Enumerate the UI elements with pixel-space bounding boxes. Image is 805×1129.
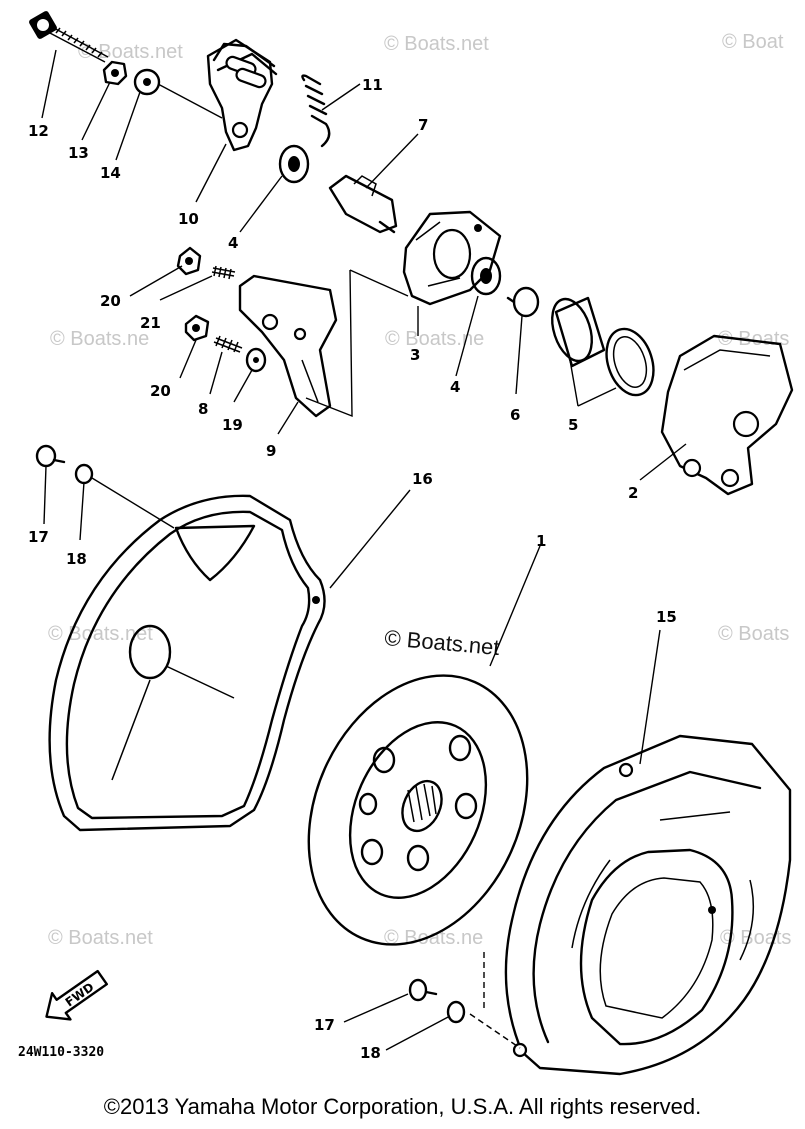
- leader-lines: [41, 49, 687, 1051]
- screw-17-upper: [35, 444, 66, 468]
- caliper-body-2: [660, 334, 794, 496]
- seal-4-upper: [278, 144, 310, 184]
- watermark: © Boats.ne: [384, 927, 483, 949]
- fwd-arrow: FWD: [45, 969, 109, 1021]
- spring-11: [301, 74, 331, 148]
- callout-2: 2: [628, 484, 638, 502]
- copyright-notice: ©2013 Yamaha Motor Corporation, U.S.A. A…: [103, 1094, 702, 1119]
- callout-18-lower: 18: [360, 1044, 381, 1062]
- nut-13: [102, 60, 128, 86]
- callout-4-upper: 4: [228, 234, 238, 252]
- watermark: © Boats: [718, 623, 789, 645]
- callout-12: 12: [28, 122, 49, 140]
- callout-21: 21: [140, 314, 161, 332]
- callout-4-lower: 4: [450, 378, 460, 396]
- callout-13: 13: [68, 144, 89, 162]
- stud-21: [211, 265, 236, 280]
- center-watermark: © Boats.net: [384, 625, 501, 660]
- washer-19: [245, 347, 267, 373]
- callout-9: 9: [266, 442, 276, 460]
- watermark: © Boats.net: [48, 927, 153, 949]
- callout-1: 1: [536, 532, 546, 550]
- watermark-layer: © Boats.net © Boats.net © Boat © Boats.n…: [48, 31, 791, 949]
- diagram-code: 24W110-3320: [18, 1045, 104, 1060]
- bolt-12: [29, 11, 109, 63]
- cover-16: [48, 494, 326, 832]
- washer-18-upper: [74, 463, 94, 485]
- callout-11: 11: [362, 76, 383, 94]
- washer-14: [133, 68, 161, 96]
- callouts: 1 2 3 4 4 5 6 7 8 9 10 11 12 13 14 15 16…: [28, 76, 677, 1062]
- watermark: © Boats.ne: [385, 328, 484, 350]
- callout-15: 15: [656, 608, 677, 626]
- callout-20-lower: 20: [150, 382, 171, 400]
- piston-5: [551, 296, 606, 368]
- callout-20-upper: 20: [100, 292, 121, 310]
- pin-6: [506, 286, 540, 318]
- callout-6: 6: [510, 406, 520, 424]
- watermark: © Boat: [722, 31, 784, 53]
- callout-18-upper: 18: [66, 550, 87, 568]
- backing-plate-15: [504, 734, 792, 1076]
- screw-17-lower: [408, 978, 438, 1002]
- watermark: © Boats.net: [384, 33, 489, 55]
- piston-cup-5: [605, 327, 655, 397]
- callout-16: 16: [412, 470, 433, 488]
- bleeder-7: [328, 174, 398, 234]
- callout-3: 3: [410, 346, 420, 364]
- callout-5: 5: [568, 416, 578, 434]
- watermark: © Boats.net: [48, 623, 153, 645]
- watermark: © Boats.ne: [50, 328, 149, 350]
- bracket-10: [206, 38, 278, 152]
- watermark: © Boats: [718, 328, 789, 350]
- seal-4-lower: [470, 256, 502, 296]
- brake-disc-1: [307, 674, 529, 946]
- callout-10: 10: [178, 210, 199, 228]
- callout-7: 7: [418, 116, 428, 134]
- bracket-9: [238, 274, 338, 418]
- callout-14: 14: [100, 164, 121, 182]
- callout-19: 19: [222, 416, 243, 434]
- nut-20-lower: [184, 314, 210, 342]
- stud-8: [213, 335, 243, 353]
- watermark: © Boats.net: [78, 41, 183, 63]
- callout-17-upper: 17: [28, 528, 49, 546]
- caliper-half-3: [402, 210, 502, 306]
- callout-17-lower: 17: [314, 1016, 335, 1034]
- washer-18-lower: [446, 1000, 466, 1024]
- callout-8: 8: [198, 400, 208, 418]
- nut-20-upper: [176, 246, 202, 276]
